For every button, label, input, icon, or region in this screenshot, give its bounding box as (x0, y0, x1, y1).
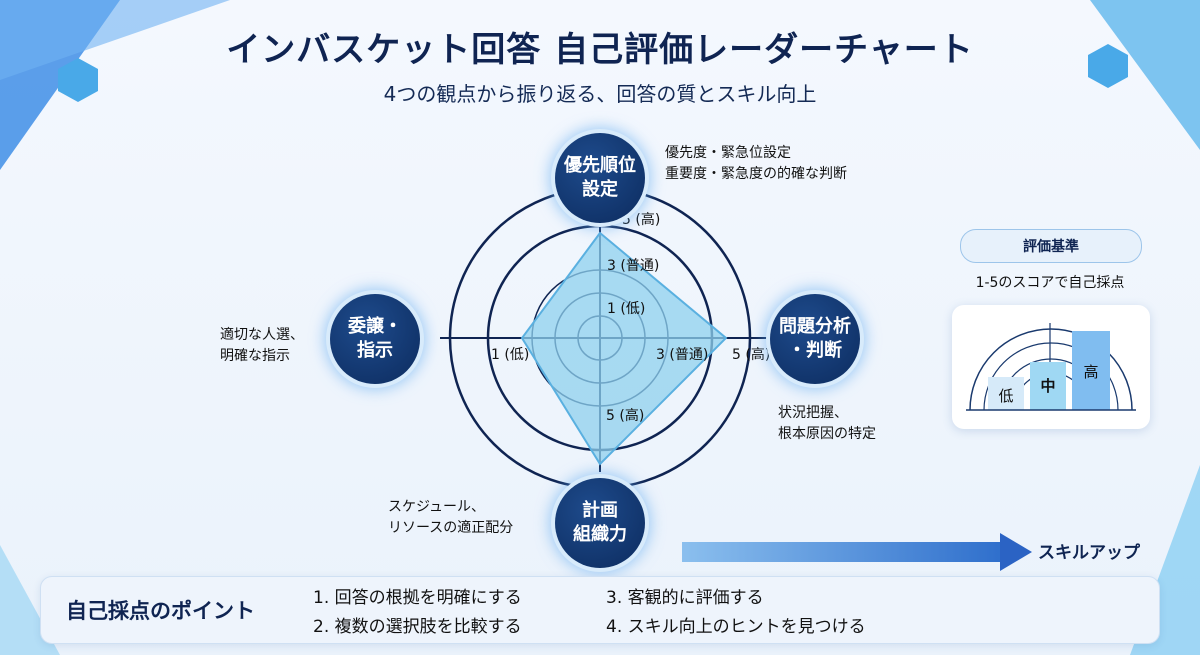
hexagon-decoration-left (58, 58, 98, 102)
axis-desc-analysis: 状況把握、 根本原因の特定 (778, 405, 876, 442)
axis-desc-planning: スケジュール、 リソースの適正配分 (388, 499, 514, 536)
scale-label-top-1: 1 (低) (607, 301, 645, 317)
radar-score-polygon (520, 231, 728, 466)
scale-label-top-3: 3 (普通) (607, 258, 659, 274)
corner-decoration-top-left-light (0, 0, 230, 80)
scale-label-right-5: 5 (高) (732, 346, 770, 363)
scoring-point-4: 4. スキル向上のヒントを見つける (606, 617, 866, 637)
scale-label-left-1: 1 (低) (491, 347, 529, 363)
skill-up-arrow-shaft (682, 542, 1002, 562)
axis-node-analysis: 問題分析 ・判断 (770, 294, 860, 384)
scoring-point-1: 1. 回答の根拠を明確にする (313, 588, 522, 608)
scoring-points-panel (40, 576, 1160, 644)
level-label-high: 高 (1083, 363, 1098, 381)
scale-label-top-5: 5 (高) (622, 211, 660, 228)
axis-node-delegation: 委譲・ 指示 (330, 294, 420, 384)
level-bar-mid (1030, 362, 1066, 410)
evaluation-criteria-pill: 評価基準 (960, 229, 1142, 263)
skill-up-label: スキルアップ (1038, 543, 1140, 563)
scoring-points-title: 自己採点のポイント (66, 599, 255, 623)
scoring-point-2: 2. 複数の選択肢を比較する (313, 617, 522, 637)
axis-node-priority: 優先順位 設定 (555, 133, 645, 223)
page-title: インバスケット回答 自己評価レーダーチャート (226, 30, 974, 70)
scale-label-bottom-5: 5 (高) (606, 407, 644, 424)
evaluation-level-graphic: 低 中 高 (966, 323, 1136, 411)
level-bar-high (1072, 331, 1110, 410)
level-label-low: 低 (998, 387, 1013, 405)
scoring-point-3: 3. 客観的に評価する (606, 588, 764, 608)
axis-node-planning: 計画 組織力 (555, 478, 645, 568)
skill-up-arrow-head (1000, 533, 1032, 571)
axis-desc-delegation: 適切な人選、 明確な指示 (220, 327, 304, 364)
axis-desc-priority: 優先度・緊急位設定 重要度・緊急度の的確な判断 (665, 145, 847, 182)
scale-label-right-3: 3 (普通) (656, 347, 708, 363)
level-bar-low (988, 377, 1024, 410)
evaluation-caption: 1-5のスコアで自己採点 (975, 275, 1125, 291)
level-label-mid: 中 (1040, 377, 1055, 395)
page-subtitle: 4つの観点から振り返る、回答の質とスキル向上 (383, 82, 817, 106)
evaluation-card: 低 中 高 (952, 305, 1150, 429)
